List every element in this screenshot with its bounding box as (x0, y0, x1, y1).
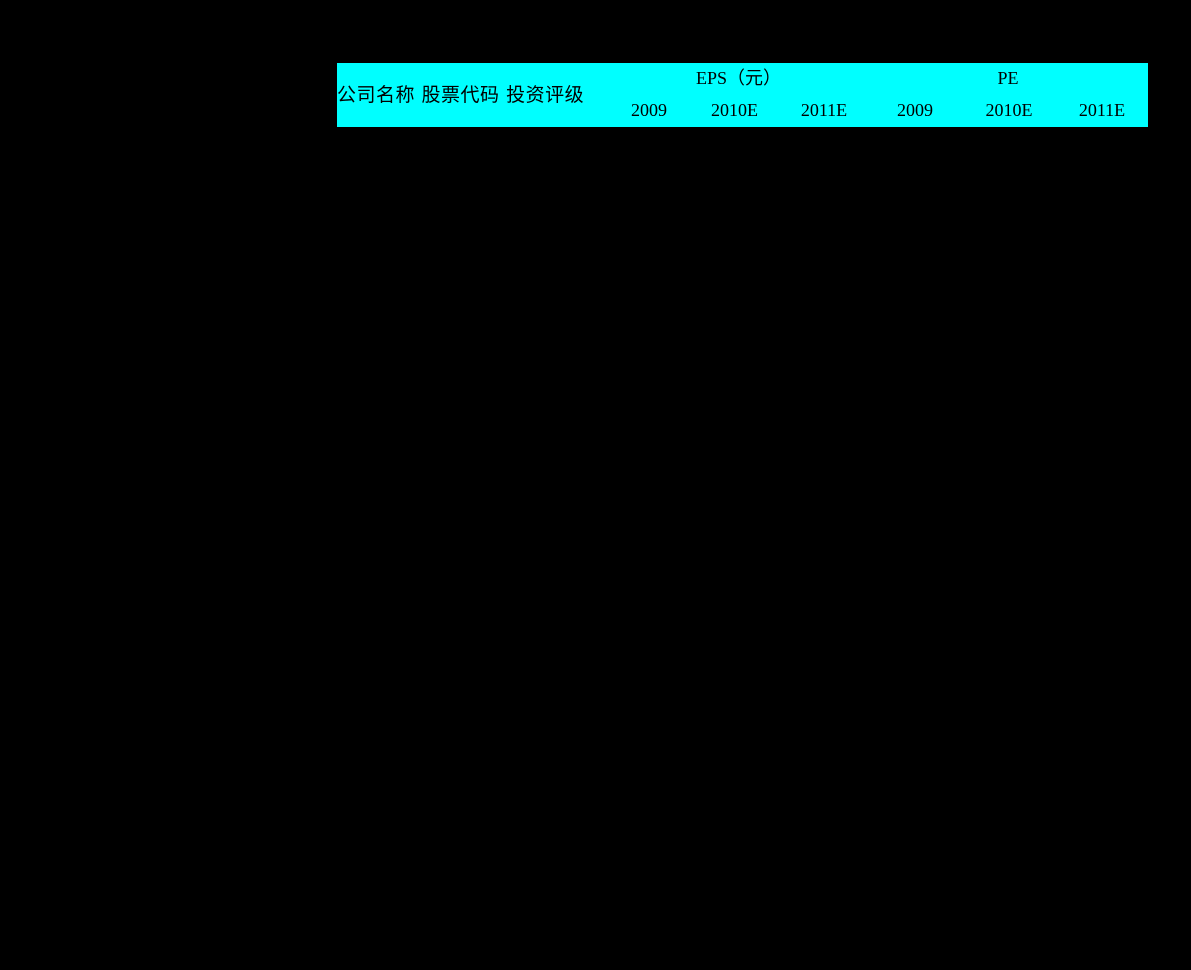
header-row-groups: 公司名称 股票代码 投资评级 EPS（元） PE (337, 63, 1149, 127)
column-header-eps-2011e: 2011E (780, 93, 868, 127)
table-header: 公司名称 股票代码 投资评级 EPS（元） PE 2009 2010E 2011… (337, 63, 1149, 127)
column-header-eps-2010e: 2010E (689, 93, 780, 127)
column-group-header-eps: EPS（元） (609, 63, 868, 93)
comparable-companies-table: 公司名称 股票代码 投资评级 EPS（元） PE 2009 2010E 2011… (337, 63, 1149, 127)
header-row-years: 2009 2010E 2011E 2009 2010E 2011E (337, 93, 1149, 127)
column-header-pe-2010e: 2010E (962, 93, 1056, 127)
column-header-pe-2011e: 2011E (1056, 93, 1149, 127)
column-header-eps-2009: 2009 (609, 93, 689, 127)
column-header-company-info: 公司名称 股票代码 投资评级 (337, 63, 609, 127)
column-group-header-pe: PE (868, 63, 1149, 93)
column-header-pe-2009: 2009 (868, 93, 962, 127)
